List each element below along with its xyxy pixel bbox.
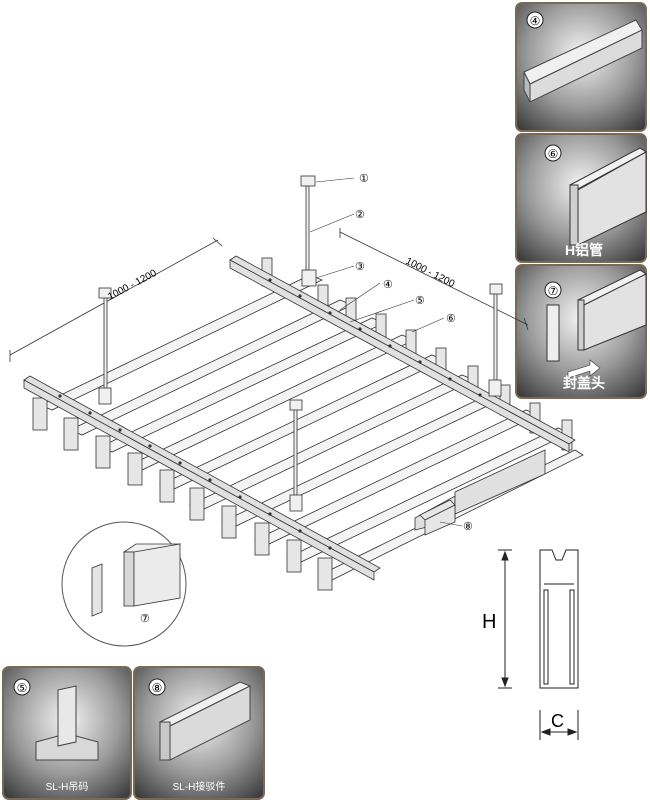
panel-6: ⑥ H铝管 [515, 133, 647, 263]
width-label: C [551, 711, 564, 731]
callout-2: ② [355, 209, 365, 221]
panel-5-number: ⑤ [17, 681, 28, 695]
callout-6: ⑥ [446, 313, 456, 325]
panel-6-number: ⑥ [548, 147, 559, 161]
panel-5: ⑤ SL-H吊码 [2, 666, 132, 800]
end-cap-icon [546, 269, 647, 379]
end-cap-detail: ⑦ [61, 521, 187, 647]
detail-callout-7: ⑦ [140, 613, 150, 625]
sl-h-connector-icon [158, 681, 252, 761]
callout-8: ⑧ [463, 521, 473, 533]
panel-5-caption: SL-H吊码 [46, 781, 89, 793]
ceiling-assembly [9, 175, 584, 591]
rail-holes [58, 278, 482, 550]
panel-8-number: ⑧ [152, 681, 163, 695]
callouts [107, 177, 463, 617]
span-right-dimension: 1000 - 1200 [404, 256, 457, 290]
tube-ends [32, 397, 333, 591]
connector-piece [419, 499, 456, 536]
hanger-rods [98, 175, 503, 512]
callout-1: ① [359, 173, 369, 185]
cross-section [498, 549, 579, 740]
panel-7: ⑦ 封盖头 [515, 264, 647, 399]
panel-8: ⑧ SL-H接驳件 [133, 666, 265, 800]
callout-numbers: ① ② ③ ④ ⑤ ⑥ ⑧ [355, 173, 473, 533]
span-left-dimension: 1000 - 1200 [106, 268, 159, 303]
panel-4-number: ④ [530, 14, 541, 28]
height-label: H [482, 611, 496, 633]
channel-carrier-icon [523, 19, 643, 103]
panel-7-caption: 封盖头 [563, 375, 605, 391]
sl-h-hanger-icon [35, 685, 99, 761]
callout-5: ⑤ [415, 295, 425, 307]
panel-8-caption: SL-H接驳件 [173, 780, 226, 793]
panel-6-caption: H铝管 [565, 242, 603, 258]
callout-4: ④ [383, 279, 393, 291]
panel-4: ④ [515, 2, 647, 132]
panel-7-number: ⑦ [548, 284, 559, 298]
carrier-rails [23, 255, 576, 581]
callout-3: ③ [355, 261, 365, 273]
h-aluminum-tube-icon [569, 147, 647, 246]
